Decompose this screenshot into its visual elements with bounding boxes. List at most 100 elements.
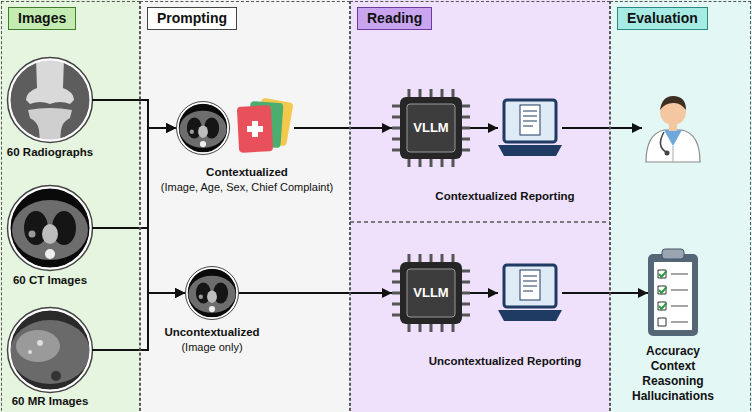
node-label: Contextualized Reporting	[435, 190, 574, 204]
connector-arrow	[562, 292, 648, 294]
node-label: VLLM	[413, 285, 448, 301]
image-circle: 60 CT Images	[8, 186, 92, 270]
connector-arrow	[92, 100, 176, 128]
node-label: 60 Radiographs	[7, 146, 93, 160]
mr-image	[8, 308, 92, 392]
doctor-icon	[646, 96, 700, 162]
chip-icon	[392, 89, 470, 332]
panel-grounds	[610, 0, 752, 412]
checklist-icon: Accuracy Context Reasoning Hallucination…	[648, 250, 698, 336]
radiograph-image	[8, 58, 92, 142]
mr-image	[28, 350, 32, 354]
vllm-chip: VLLM	[392, 254, 470, 332]
ct-image	[9, 187, 91, 269]
prompt-ct-image	[186, 267, 238, 319]
prompt-ct-image	[178, 103, 229, 154]
node-label: (Image, Age, Sex, Chief Complaint)	[161, 181, 333, 194]
node-label: Contextualized	[206, 166, 288, 180]
panel-grounds	[350, 0, 610, 412]
connector-arrow	[92, 128, 176, 350]
radiograph-image	[8, 58, 93, 143]
report-laptop-icon	[498, 100, 562, 156]
report-icon: Contextualized Reporting	[498, 100, 562, 156]
mr-image	[16, 330, 60, 362]
prompt-ct-image	[177, 102, 230, 155]
ct-image	[8, 186, 93, 271]
image-circle: 60 Radiographs	[8, 58, 92, 142]
mr-image	[8, 308, 92, 392]
panel-header: Images	[8, 7, 76, 30]
prompt-ct-image	[187, 268, 238, 319]
stage-panel: VLLMContextualized ReportingVLLMUncontex…	[350, 1, 610, 412]
doctor-icon	[673, 146, 674, 162]
node-label: Uncontextualized Reporting	[429, 355, 582, 369]
node-label: 60 MR Images	[12, 395, 89, 409]
mr-image	[8, 308, 93, 393]
mr-image	[9, 309, 91, 391]
prompt-image: Uncontextualized(Image only)	[185, 266, 239, 320]
stage-panel: 60 Radiographs 60 CT Images 60 MR Images Im…	[1, 1, 140, 412]
panel-header: Prompting	[147, 7, 237, 30]
panel-header: Evaluation	[617, 7, 708, 30]
context-cards	[247, 126, 263, 132]
doctor-icon	[646, 130, 700, 162]
prompt-ct-image	[177, 102, 229, 154]
mr-image	[37, 340, 43, 346]
panel-grounds	[350, 221, 610, 223]
clipboard-icon	[648, 249, 698, 336]
radiograph-image	[8, 58, 92, 142]
doctor-icon	[664, 130, 682, 146]
report-laptop-icon	[498, 100, 562, 321]
doctor-icon	[660, 132, 666, 152]
mr-image	[8, 308, 93, 393]
clipboard-icon	[648, 254, 698, 336]
context-cards	[237, 98, 294, 153]
connector-arrow	[294, 127, 392, 129]
node-label: Uncontextualized	[164, 326, 259, 340]
chip-icon	[392, 254, 470, 332]
stage-panel: Accuracy Context Reasoning Hallucination…	[610, 1, 751, 412]
connector-arrow	[92, 293, 185, 350]
connector-arrow	[470, 127, 498, 129]
connector-group	[92, 100, 648, 350]
connector-arrow	[470, 292, 498, 294]
node-label: (Image only)	[181, 341, 242, 354]
doctor-icon	[660, 96, 686, 110]
prompt-image: Contextualized(Image, Age, Sex, Chief Co…	[176, 98, 294, 158]
image-circle: 60 MR Images	[8, 308, 92, 392]
connector-arrow	[562, 127, 642, 129]
doctor-icon	[642, 94, 704, 162]
connector-arrow	[239, 292, 392, 294]
clipboard-icon	[659, 271, 667, 309]
mr-image	[10, 320, 90, 384]
clipboard-icon	[671, 274, 688, 322]
mr-image	[51, 371, 61, 381]
report-laptop-icon	[498, 265, 562, 321]
radiograph-image	[8, 58, 93, 143]
context-cards	[237, 105, 273, 153]
ct-image	[8, 186, 92, 270]
connector-arrow	[92, 228, 185, 293]
clipboard-icon	[654, 262, 692, 330]
chip-icon	[392, 89, 470, 167]
report-icon: Uncontextualized Reporting	[498, 265, 562, 321]
ct-image	[8, 186, 93, 271]
panel-header: Reading	[357, 7, 432, 30]
prompt-ct-image	[177, 102, 239, 320]
connector-arrow	[92, 128, 176, 228]
node-label: Accuracy Context Reasoning Hallucination…	[632, 344, 714, 404]
radiograph-image	[9, 59, 91, 141]
prompt-ct-image	[186, 267, 239, 320]
clipboard-icon	[662, 249, 684, 259]
radiograph-image	[26, 58, 74, 104]
stage-panel: Contextualized(Image, Age, Sex, Chief Co…	[140, 1, 350, 412]
panel-grounds	[140, 0, 350, 412]
vllm-chip: VLLM	[392, 89, 470, 167]
node-label: 60 CT Images	[13, 274, 87, 288]
doctor-icon	[665, 151, 670, 156]
clipboard-icon	[658, 270, 666, 326]
node-label: VLLM	[413, 120, 448, 136]
